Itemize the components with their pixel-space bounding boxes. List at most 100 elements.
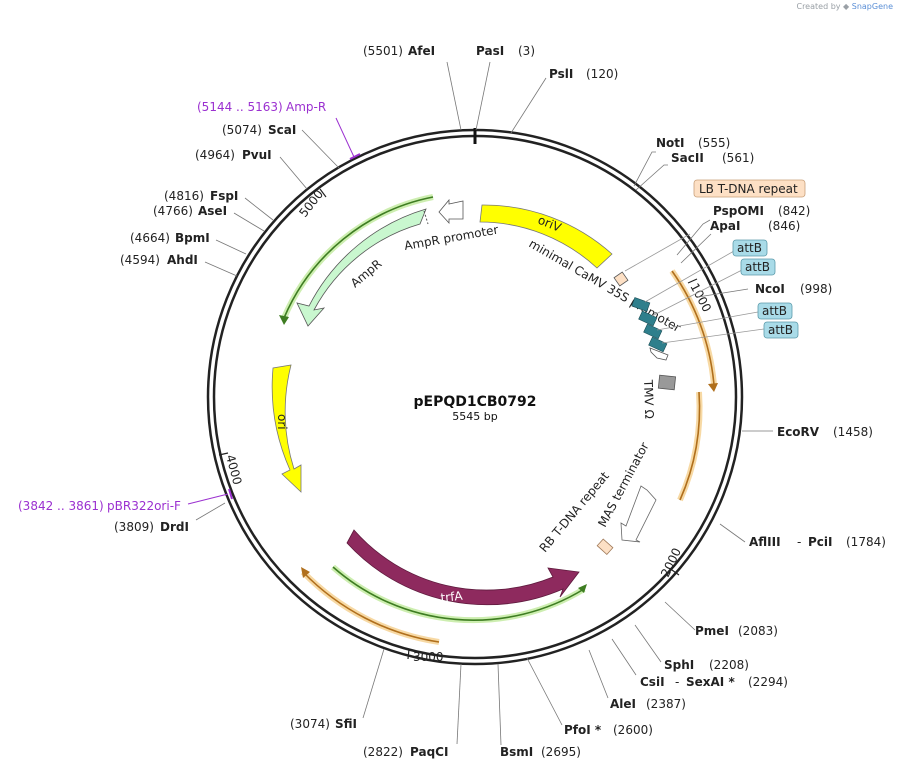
primer-pbr322-name: pBR322ori-F bbox=[107, 499, 181, 513]
apai-name: ApaI bbox=[710, 219, 740, 233]
orange-arc-bottom-head bbox=[301, 567, 310, 578]
leader-psli bbox=[510, 77, 547, 134]
leader-ncoi bbox=[697, 288, 749, 298]
green-arc-top bbox=[283, 196, 434, 319]
leader-scai bbox=[301, 129, 340, 169]
tick-5000 bbox=[319, 188, 327, 198]
noti-pos: (555) bbox=[698, 136, 730, 150]
sfii-pos: (3074) bbox=[290, 717, 330, 731]
ahdi-pos: (4594) bbox=[120, 253, 160, 267]
tick-3000 bbox=[407, 648, 410, 660]
snapgene-logo-icon: ◆ bbox=[843, 2, 850, 11]
leader-apai bbox=[680, 233, 712, 264]
afliii-sep: - bbox=[797, 535, 801, 549]
fspi-pos: (4816) bbox=[164, 189, 204, 203]
afei-pos: (5501) bbox=[363, 44, 403, 58]
pfoi-pos: (2600) bbox=[613, 723, 653, 737]
scai-pos: (5074) bbox=[222, 123, 262, 137]
leader-alei bbox=[588, 649, 609, 699]
leader-pspomi bbox=[676, 219, 711, 256]
tmv-omega-label: TMV Ω bbox=[641, 379, 656, 419]
drdi-pos: (3809) bbox=[114, 520, 154, 534]
ampr-promoter-label: AmpR promoter bbox=[403, 223, 499, 253]
leader-drdi bbox=[195, 502, 226, 521]
plasmid-size: 5545 bp bbox=[452, 410, 497, 423]
sexai-name: SexAI * bbox=[686, 675, 735, 689]
mas-terminator-arrow bbox=[620, 485, 657, 543]
attb-box-2 bbox=[740, 258, 776, 276]
pmei-pos: (2083) bbox=[738, 624, 778, 638]
green-arc-bottom-head bbox=[578, 584, 587, 593]
tick-label-4000: 4000 bbox=[223, 453, 244, 486]
ori-feature bbox=[271, 364, 302, 493]
leader-sfii bbox=[362, 648, 385, 719]
attb-box-2-label: attB bbox=[745, 260, 770, 274]
lb-box-label: LB T-DNA repeat bbox=[699, 182, 798, 196]
leader-csii bbox=[611, 638, 637, 676]
scai-name: ScaI bbox=[268, 123, 296, 137]
orange-arc-right-top bbox=[671, 270, 715, 386]
csii-name: CsiI bbox=[640, 675, 665, 689]
psli-pos: (120) bbox=[586, 67, 618, 81]
noti-name: NotI bbox=[656, 136, 685, 150]
sacii-pos: (561) bbox=[722, 151, 754, 165]
attb-leader-4 bbox=[661, 328, 765, 344]
ampr-feature bbox=[296, 208, 427, 327]
ncoi-pos: (998) bbox=[800, 282, 832, 296]
trfa-label: trfA bbox=[440, 589, 464, 605]
attb-box-3 bbox=[757, 302, 793, 320]
asei-name: AseI bbox=[198, 204, 227, 218]
leader-paqci bbox=[456, 663, 462, 745]
rb-tdna-site bbox=[596, 538, 614, 555]
leader-pfoi bbox=[526, 657, 563, 726]
leader-ahdi bbox=[204, 261, 238, 277]
primer-ampr-range: (5144 .. 5163) bbox=[197, 100, 283, 114]
pvui-name: PvuI bbox=[242, 148, 272, 162]
credit-prefix: Created by bbox=[796, 2, 841, 11]
orange-arc-right-top-head bbox=[708, 383, 718, 392]
csii-pos: (2294) bbox=[748, 675, 788, 689]
primer-ampr-mark bbox=[349, 153, 361, 160]
leader-pasi bbox=[475, 61, 491, 131]
sphi-pos: (2208) bbox=[709, 658, 749, 672]
tick-label-2000: 2000 bbox=[658, 546, 684, 580]
credit-brand: SnapGene bbox=[851, 2, 893, 11]
pspomi-name: PspOMI bbox=[713, 204, 764, 218]
leader-afliii bbox=[719, 523, 746, 543]
apai-pos: (846) bbox=[768, 219, 800, 233]
pvui-pos: (4964) bbox=[195, 148, 235, 162]
pasi-pos: (3) bbox=[518, 44, 535, 58]
lb-site-mark bbox=[613, 271, 629, 287]
bsmi-name: BsmI bbox=[500, 745, 533, 759]
leader-pvui bbox=[279, 156, 308, 190]
primer-ampr-name: Amp-R bbox=[286, 100, 326, 114]
primer-ampr-leader bbox=[335, 117, 355, 158]
lb-tdna-repeat-box: LB T-DNA repeat bbox=[693, 179, 806, 198]
ahdi-name: AhdI bbox=[167, 253, 198, 267]
attb-box-4-label: attB bbox=[768, 323, 793, 337]
leader-fspi bbox=[244, 197, 274, 221]
tick-1000 bbox=[687, 278, 698, 284]
bpmi-pos: (4664) bbox=[130, 231, 170, 245]
enzyme-labels: (5501) AfeI PasI (3) PslI (120) NotI (55… bbox=[114, 44, 886, 759]
primer-pbr322-range: (3842 .. 3861) bbox=[18, 499, 104, 513]
attb-site-1 bbox=[631, 297, 651, 312]
attb-boxes: attB attB attB attB bbox=[732, 239, 799, 339]
green-arc-bottom bbox=[332, 566, 585, 621]
leader-sphi bbox=[634, 624, 662, 663]
afliii-pos: (1784) bbox=[846, 535, 886, 549]
green-arc-top-head bbox=[279, 315, 289, 325]
orange-arc-bottom bbox=[302, 571, 440, 643]
pcii-name: PciI bbox=[808, 535, 833, 549]
attb-box-1 bbox=[732, 239, 768, 257]
afei-name: AfeI bbox=[408, 44, 435, 58]
sfii-name: SfiI bbox=[335, 717, 357, 731]
ncoi-name: NcoI bbox=[755, 282, 785, 296]
leader-bpmi bbox=[215, 239, 247, 255]
primer-pbr322-leader bbox=[187, 493, 229, 505]
tmv-omega-feature bbox=[657, 374, 677, 391]
bpmi-name: BpmI bbox=[175, 231, 210, 245]
alei-pos: (2387) bbox=[646, 697, 686, 711]
alei-name: AleI bbox=[610, 697, 636, 711]
sphi-name: SphI bbox=[664, 658, 694, 672]
